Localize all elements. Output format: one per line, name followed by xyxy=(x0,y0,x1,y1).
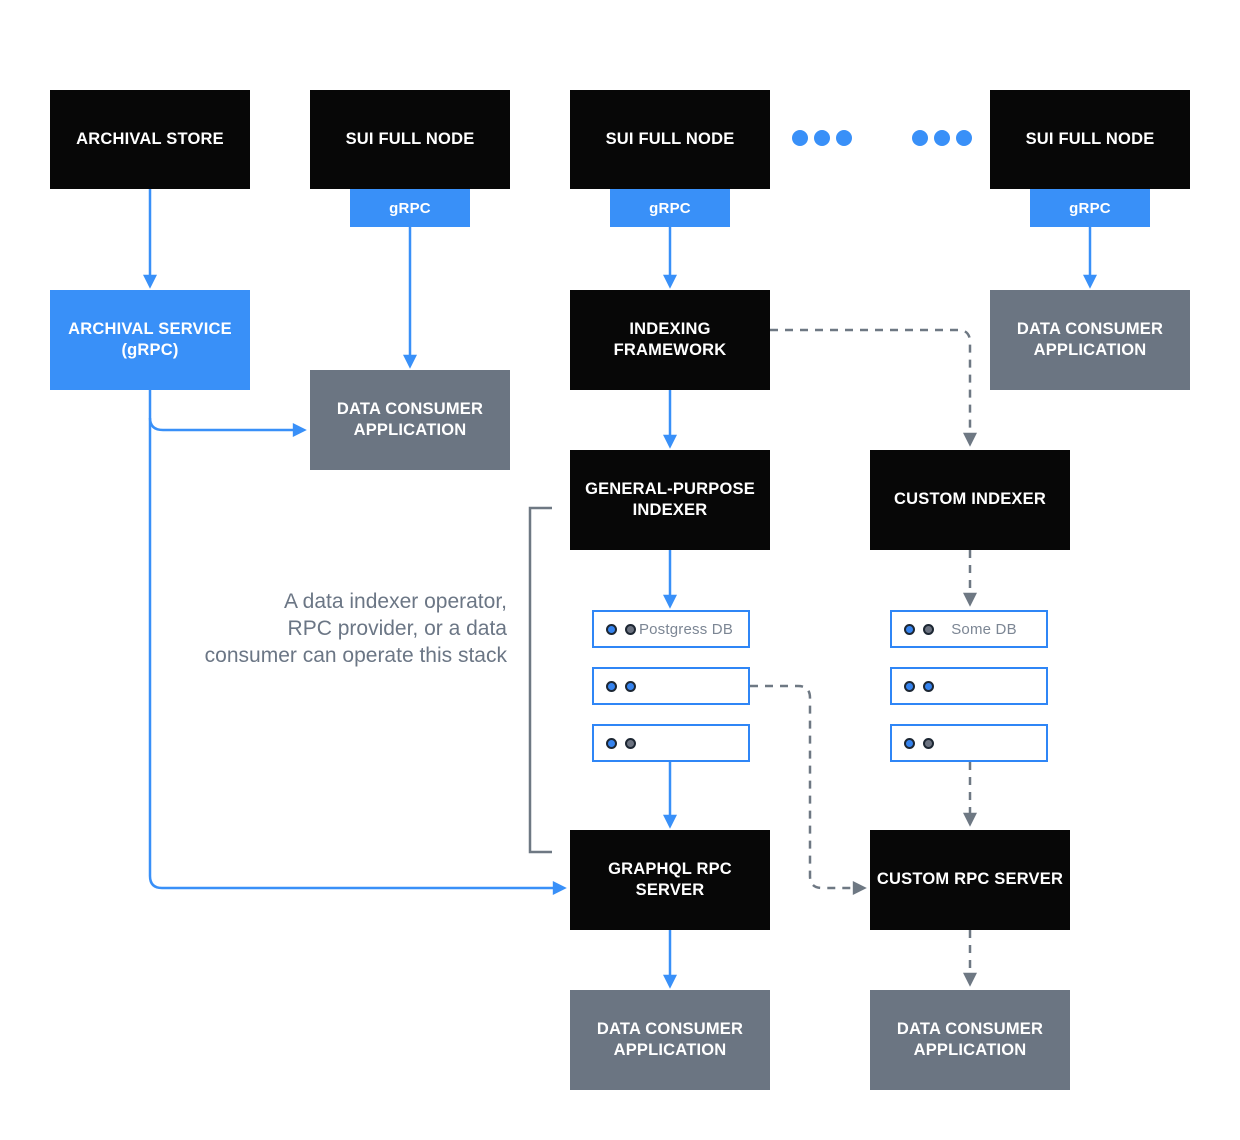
db-status-dot-blue xyxy=(606,623,617,635)
db-label: Some DB xyxy=(951,620,1017,638)
db-box-left-3 xyxy=(592,724,750,762)
node-label: DATA CONSUMER APPLICATION xyxy=(896,1019,1044,1059)
node-data-consumer-app-bottom-left: DATA CONSUMER APPLICATION xyxy=(570,990,770,1090)
side-note-line: A data indexer operator, xyxy=(284,590,507,613)
db-label: Postgress DB xyxy=(638,620,734,638)
side-note: A data indexer operator, RPC provider, o… xyxy=(177,588,507,669)
ellipsis-dot xyxy=(792,130,808,146)
node-label: CUSTOM INDEXER xyxy=(894,490,1046,509)
node-archival-store: ARCHIVAL STORE xyxy=(50,90,250,189)
side-note-line: RPC provider, or a data xyxy=(287,617,507,640)
ellipsis-dot xyxy=(836,130,852,146)
stack-bracket xyxy=(528,506,552,854)
arrow-archival-service-to-data-consumer-app xyxy=(148,417,307,437)
node-label: DATA CONSUMER APPLICATION xyxy=(336,399,484,439)
side-note-line: consumer can operate this stack xyxy=(204,644,507,667)
node-custom-indexer: CUSTOM INDEXER xyxy=(870,450,1070,550)
db-box-left-2 xyxy=(592,667,750,705)
db-status-dot-blue xyxy=(606,737,617,749)
node-label: GRAPHQL RPC SERVER xyxy=(608,859,732,899)
node-label: INDEXING FRAMEWORK xyxy=(613,319,727,359)
ellipsis-dot xyxy=(814,130,830,146)
node-sui-full-node-1: SUI FULL NODE xyxy=(310,90,510,189)
node-custom-rpc-server: CUSTOM RPC SERVER xyxy=(870,830,1070,930)
node-sui-full-node-2: SUI FULL NODE xyxy=(570,90,770,189)
node-archival-service: ARCHIVAL SERVICE (gRPC) xyxy=(50,290,250,390)
db-status-dot-blue xyxy=(904,623,915,635)
ellipsis-dot xyxy=(956,130,972,146)
node-label: GENERAL-PURPOSE INDEXER xyxy=(585,479,755,519)
ellipsis-dot xyxy=(912,130,928,146)
node-general-purpose-indexer: GENERAL-PURPOSE INDEXER xyxy=(570,450,770,550)
dashed-arrow-indexing-framework-to-custom-indexer xyxy=(770,328,977,447)
node-indexing-framework: INDEXING FRAMEWORK xyxy=(570,290,770,390)
grpc-label: gRPC xyxy=(389,199,431,217)
node-sui-full-node-3: SUI FULL NODE xyxy=(990,90,1190,189)
db-status-dot-gray xyxy=(625,737,636,749)
db-box-some-db: Some DB xyxy=(890,610,1048,648)
db-status-dot-gray xyxy=(923,737,934,749)
node-label: SUI FULL NODE xyxy=(345,129,475,148)
db-box-postgress: Postgress DB xyxy=(592,610,750,648)
node-label: SUI FULL NODE xyxy=(605,129,735,148)
db-status-dot-blue xyxy=(904,680,915,692)
db-status-dot-blue xyxy=(904,737,915,749)
node-data-consumer-app-right-top: DATA CONSUMER APPLICATION xyxy=(990,290,1190,390)
grpc-label: gRPC xyxy=(1069,199,1111,217)
db-box-right-2 xyxy=(890,667,1048,705)
node-label: ARCHIVAL SERVICE (gRPC) xyxy=(68,319,232,359)
node-label: ARCHIVAL STORE xyxy=(76,129,224,148)
node-label: CUSTOM RPC SERVER xyxy=(876,870,1064,889)
db-status-dot-gray xyxy=(923,623,934,635)
node-data-consumer-app-left: DATA CONSUMER APPLICATION xyxy=(310,370,510,470)
db-status-dot-gray xyxy=(625,623,636,635)
grpc-tab-2: gRPC xyxy=(610,189,730,227)
node-label: DATA CONSUMER APPLICATION xyxy=(596,1019,744,1059)
db-status-dot-blue xyxy=(606,680,617,692)
node-label: SUI FULL NODE xyxy=(1025,129,1155,148)
grpc-label: gRPC xyxy=(649,199,691,217)
ellipsis-dots xyxy=(792,130,972,146)
db-status-dot-blue xyxy=(625,680,636,692)
db-status-dot-blue xyxy=(923,680,934,692)
grpc-tab-1: gRPC xyxy=(350,189,470,227)
ellipsis-dot xyxy=(934,130,950,146)
grpc-tab-3: gRPC xyxy=(1030,189,1150,227)
node-data-consumer-app-bottom-right: DATA CONSUMER APPLICATION xyxy=(870,990,1070,1090)
node-graphql-rpc-server: GRAPHQL RPC SERVER xyxy=(570,830,770,930)
node-label: DATA CONSUMER APPLICATION xyxy=(1016,319,1164,359)
db-box-right-3 xyxy=(890,724,1048,762)
